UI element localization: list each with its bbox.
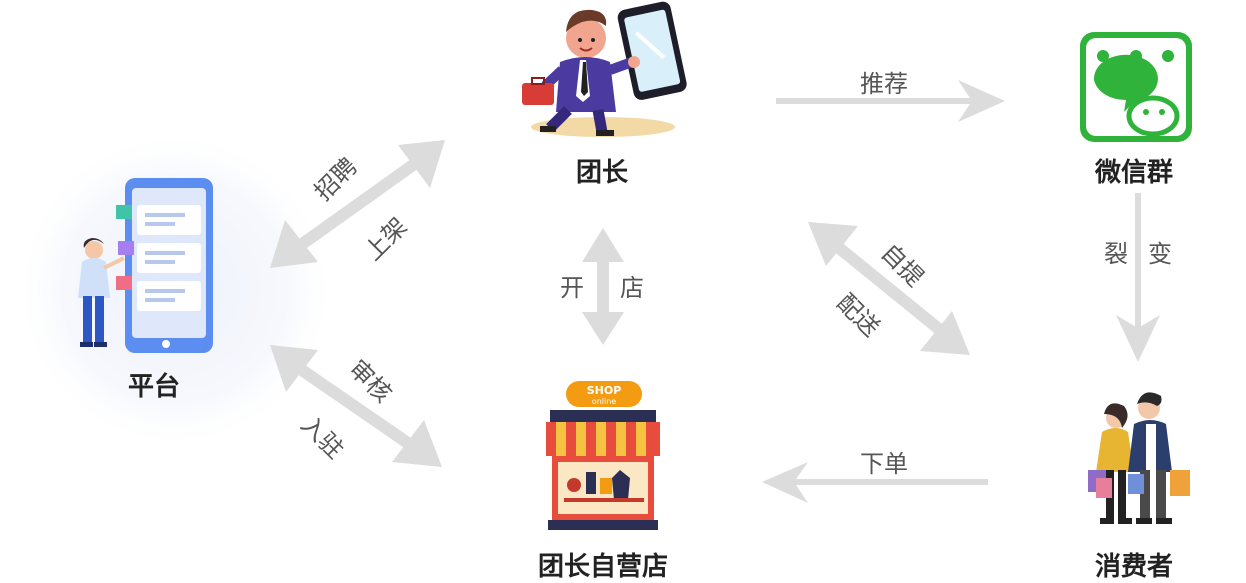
node-wechat-group-label: 微信群 bbox=[1095, 158, 1174, 188]
arrow-consumer-store bbox=[762, 462, 988, 503]
edge-label-order: 下单 bbox=[860, 450, 908, 478]
consumer-icon bbox=[1088, 392, 1190, 524]
edge-label-recommend: 推荐 bbox=[860, 70, 908, 98]
arrow-wechat-consumer bbox=[1116, 193, 1160, 362]
wechat-group-icon bbox=[1080, 32, 1192, 142]
arrow-leader-wechat bbox=[776, 80, 1005, 122]
node-platform-label: 平台 bbox=[128, 372, 181, 402]
node-consumer-label: 消费者 bbox=[1095, 552, 1174, 582]
node-leader-label: 团长 bbox=[576, 158, 629, 188]
shop-sign-line2: online bbox=[592, 397, 616, 406]
arrow-platform-leader bbox=[270, 140, 445, 268]
leader-icon bbox=[522, 1, 687, 137]
platform-icon bbox=[78, 178, 213, 353]
arrow-platform-store bbox=[270, 345, 442, 467]
edge-label-open: 开 bbox=[560, 274, 584, 302]
shop-sign-line1: SHOP bbox=[587, 384, 622, 397]
edge-label-fission-a: 裂 bbox=[1104, 240, 1128, 268]
self-store-icon bbox=[546, 381, 660, 530]
edge-label-store: 店 bbox=[620, 274, 644, 302]
arrow-leader-consumer bbox=[808, 222, 970, 355]
node-self-store-label: 团长自营店 bbox=[538, 552, 669, 582]
arrow-leader-store bbox=[582, 228, 624, 345]
edge-label-fission-b: 变 bbox=[1148, 240, 1172, 268]
